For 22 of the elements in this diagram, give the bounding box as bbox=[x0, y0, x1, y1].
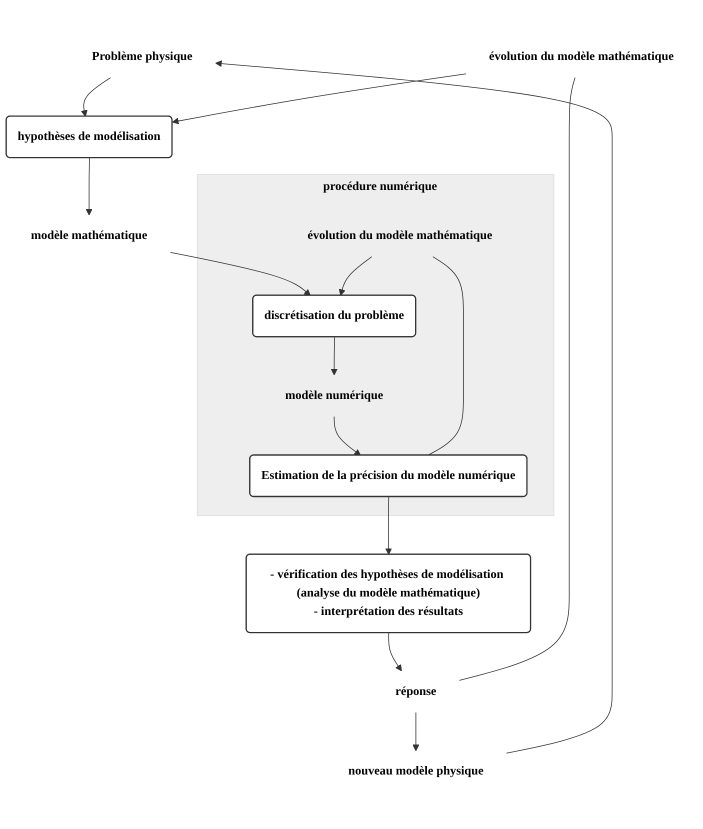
node-text: modèle numérique bbox=[285, 389, 384, 402]
arrow bbox=[86, 158, 92, 216]
arrow bbox=[388, 632, 402, 672]
arrow bbox=[334, 416, 361, 456]
connector bbox=[459, 77, 576, 681]
arrow bbox=[170, 252, 311, 296]
arrow bbox=[330, 336, 338, 376]
arrow bbox=[80, 77, 112, 117]
node-text: nouveau modèle physique bbox=[348, 764, 484, 778]
node-text: Problème physique bbox=[92, 50, 192, 64]
connector bbox=[427, 256, 464, 456]
arrow bbox=[412, 712, 420, 752]
arrow bbox=[338, 256, 372, 296]
node-text: modèle mathématique bbox=[30, 229, 148, 242]
node-text: réponse bbox=[395, 685, 436, 698]
cluster bbox=[196, 174, 554, 516]
flowchart-diagram: procédure numérique Problème physique évolution du modèle mathématique hypothèses de modélisation modèle mathématique évolution du modèle mathématique discrétisation du problème modèle numérique Estimation de la précision du modèle numérique - vérification des hypothèses de modélisation (analyse du modèle mathématique) - interprétation des résultats réponse nouveau modèle physique bbox=[0, 30, 703, 799]
arrow bbox=[385, 496, 392, 556]
node-text: évolution du modèle mathématique bbox=[308, 229, 492, 242]
arrow bbox=[172, 74, 466, 125]
arrow bbox=[215, 60, 613, 754]
node-text: évolution du modèle mathématique bbox=[488, 50, 674, 64]
